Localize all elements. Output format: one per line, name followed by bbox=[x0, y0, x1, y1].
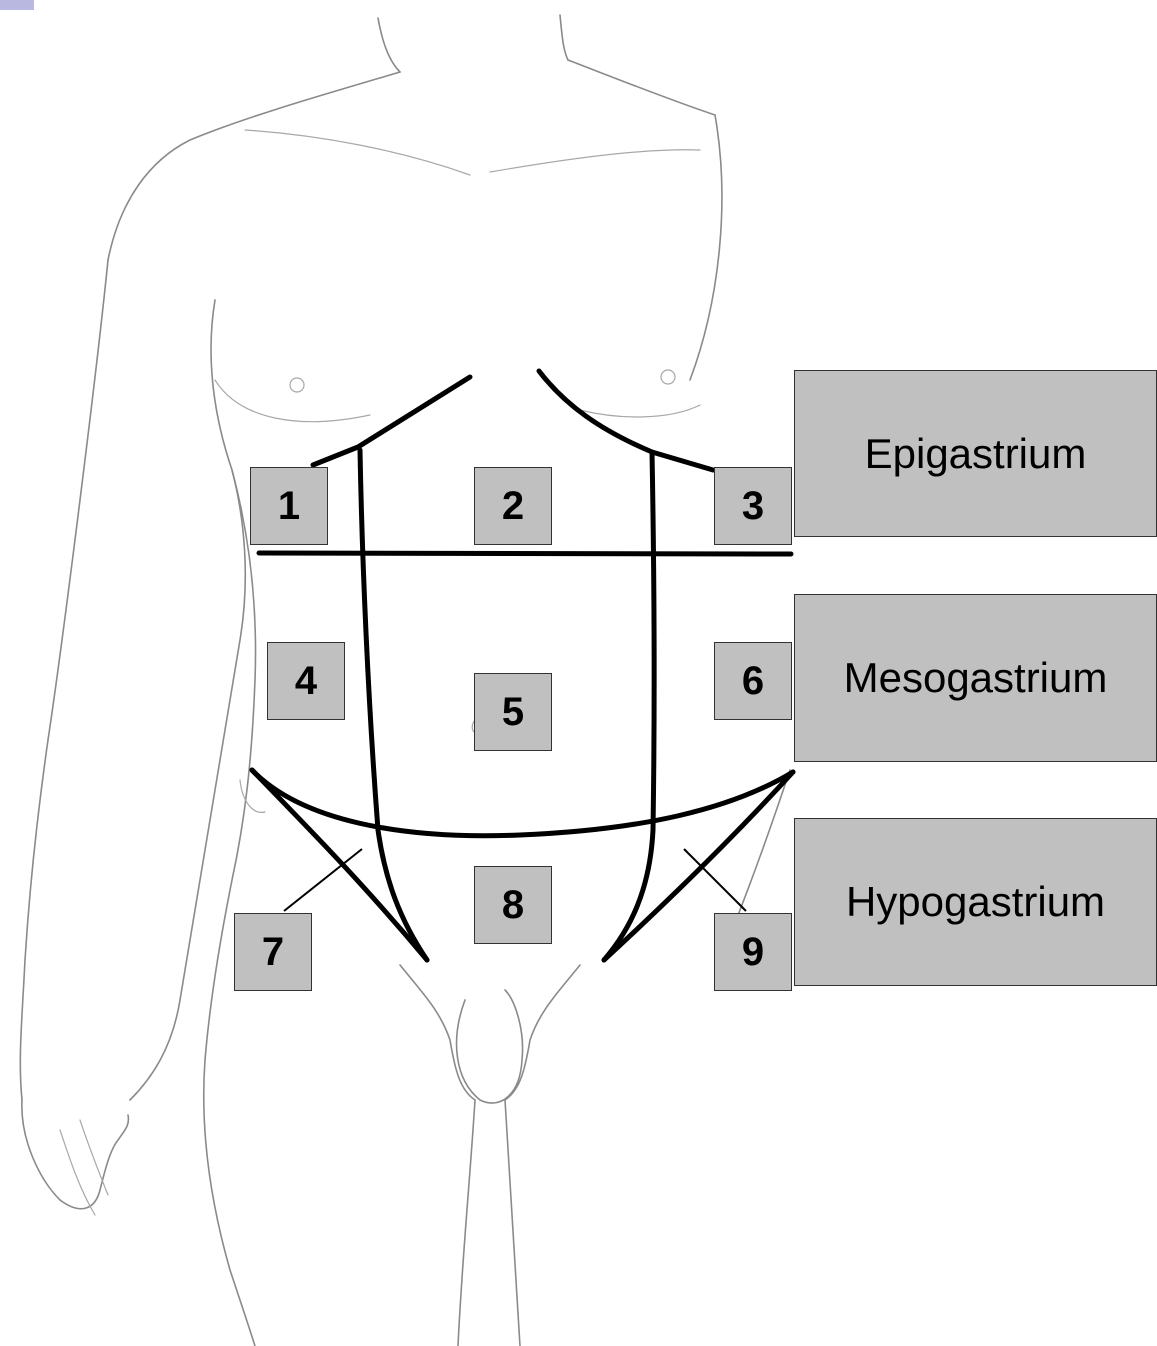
leader-9 bbox=[684, 849, 746, 911]
region-number-9: 9 bbox=[714, 913, 792, 991]
region-number-1: 1 bbox=[250, 467, 328, 545]
region-number-3: 3 bbox=[714, 467, 792, 545]
intertubercular-line bbox=[252, 770, 793, 836]
subcostal-line bbox=[259, 553, 791, 554]
region-number-8: 8 bbox=[474, 866, 552, 944]
left-midclavicular-line bbox=[360, 450, 427, 960]
right-midclavicular-line bbox=[604, 452, 654, 960]
zone-label-mesogastrium: Mesogastrium bbox=[794, 594, 1157, 762]
region-number-7: 7 bbox=[234, 913, 312, 991]
right-costal-line bbox=[539, 371, 713, 470]
region-number-4: 4 bbox=[267, 642, 345, 720]
region-number-5: 5 bbox=[474, 673, 552, 751]
leader-7 bbox=[284, 849, 362, 911]
region-number-2: 2 bbox=[474, 467, 552, 545]
zone-label-hypogastrium: Hypogastrium bbox=[794, 818, 1157, 986]
region-number-6: 6 bbox=[714, 642, 792, 720]
left-costal-line bbox=[313, 377, 470, 465]
zone-label-epigastrium: Epigastrium bbox=[794, 370, 1157, 537]
